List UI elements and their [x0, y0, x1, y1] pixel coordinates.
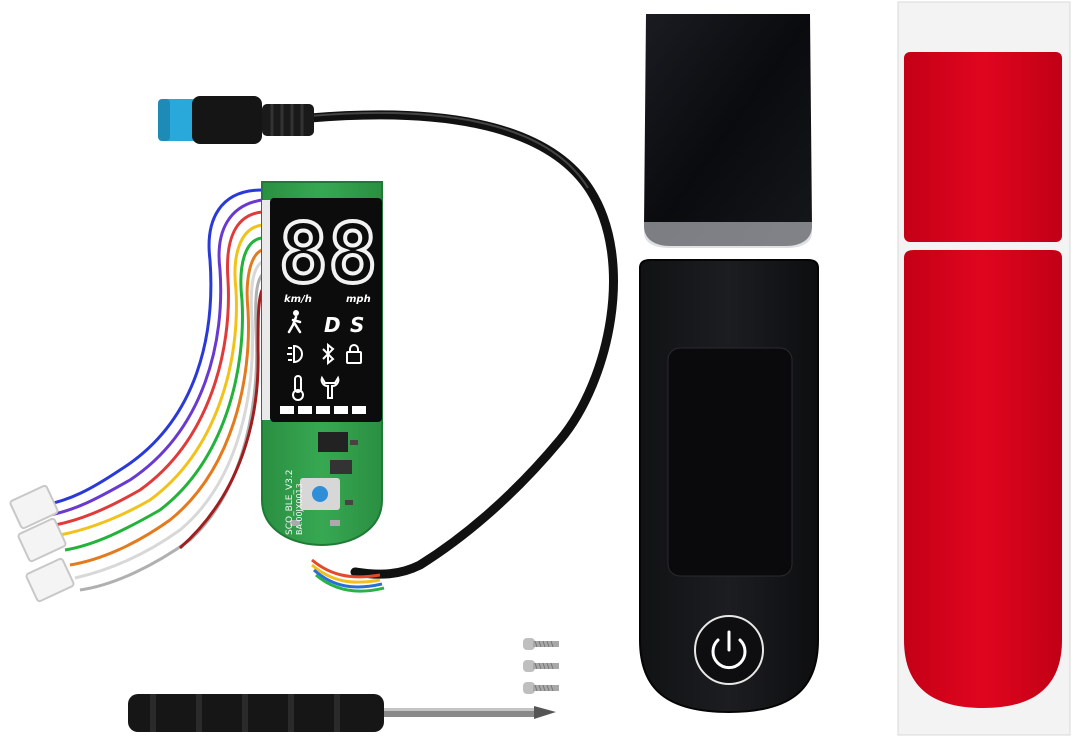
pcb-label-line1: SCO_BLE_V3.2 — [285, 470, 295, 535]
adhesive-sticker — [897, 1, 1071, 736]
screw — [523, 638, 559, 650]
wire-harness — [44, 188, 264, 592]
pcb-board — [261, 181, 383, 546]
screws — [523, 638, 559, 694]
wire-bundle-bottom — [311, 558, 385, 593]
screw — [523, 660, 559, 672]
screwdriver — [128, 694, 556, 732]
wrench-icon — [320, 375, 340, 399]
power-button[interactable] — [694, 615, 764, 685]
unit-mph: mph — [346, 294, 371, 305]
thermometer-icon — [292, 375, 304, 401]
screw — [523, 682, 559, 694]
headlight-icon — [287, 344, 303, 364]
cable-connector — [158, 96, 314, 144]
mode-s: S — [350, 313, 364, 337]
pcb-label: SCO_BLE_V3.2 BA.00JX0013 — [285, 470, 304, 535]
screen-protector — [644, 14, 812, 248]
pcb-button — [312, 486, 328, 502]
jst-connectors — [9, 484, 75, 603]
unit-kmh: km/h — [284, 294, 312, 305]
mode-d: D — [324, 313, 341, 337]
cable — [305, 110, 618, 579]
dashboard-cover — [639, 259, 819, 714]
power-icon — [711, 630, 747, 670]
pcb-label-line2: BA.00JX0013 — [295, 483, 304, 535]
lcd-display: 88 km/h mph D S — [277, 205, 379, 414]
speed-digits: 88 — [279, 207, 378, 302]
battery-bar — [280, 406, 366, 414]
lock-icon — [346, 344, 362, 364]
walking-person-icon — [287, 310, 302, 334]
bluetooth-icon — [322, 342, 335, 366]
